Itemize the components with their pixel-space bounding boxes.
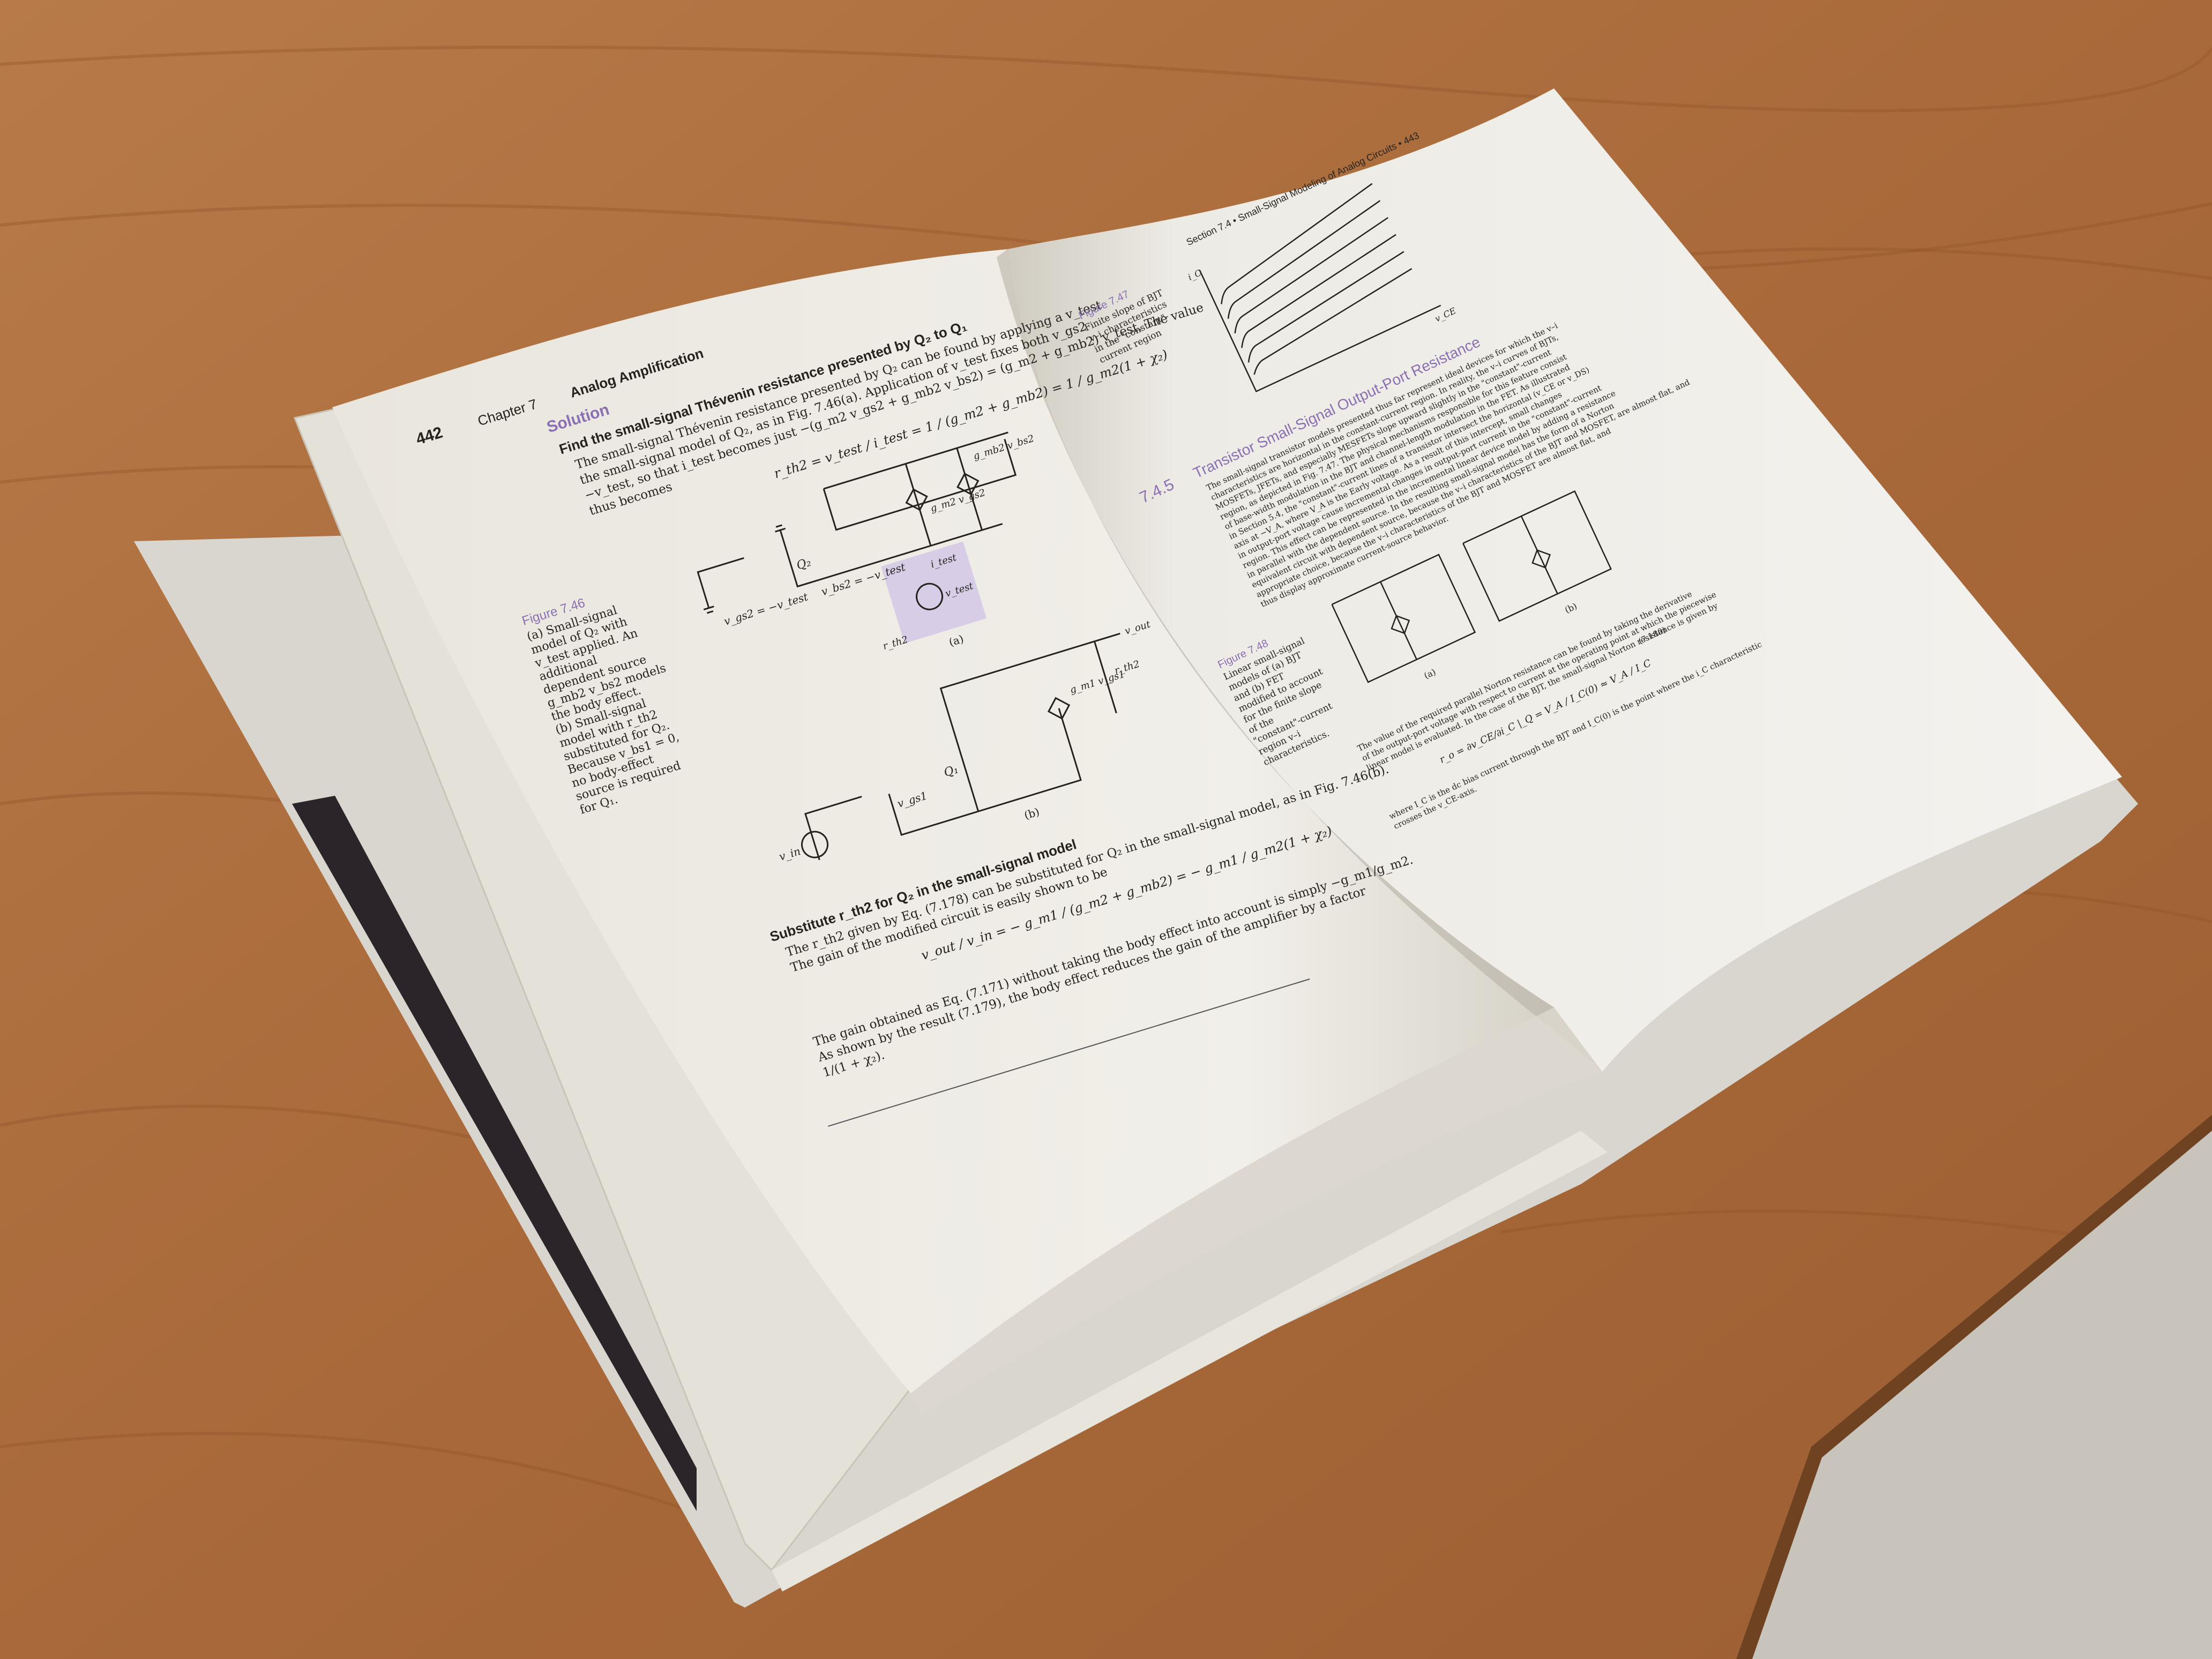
floor-tile [1736,1115,2212,1659]
graph-curve [1221,183,1373,304]
test-voltage-source-icon [916,582,944,610]
dependent-source-diamond [956,473,980,496]
table-edge [1736,1115,2212,1659]
test-source-highlight [881,541,987,644]
dependent-source-diamond [1047,697,1071,720]
left-page [332,249,1554,1393]
page-footer-rule [827,978,1310,1127]
graph-curve [1253,268,1413,375]
right-page [1007,88,2122,1072]
graph-y-axis [1199,270,1441,393]
left-page-bottom-curl [911,1007,1602,1415]
graph-curve [1241,234,1396,348]
book-spine-dark [292,796,697,1511]
page-edges-bottom [772,1131,1608,1591]
dependent-source-diamond [905,488,928,511]
circuit-b [804,632,1120,861]
dependent-source-diamond [1391,615,1410,634]
circuit-a [697,431,1017,614]
graph-curve [1234,217,1388,334]
vi-characteristics-graph [1199,183,1441,393]
graph-curve [1227,200,1381,319]
fig48-circuits [1331,490,1612,683]
dependent-source-diamond [1531,549,1551,569]
input-source-icon [801,831,828,858]
graph-curve [1247,251,1404,363]
